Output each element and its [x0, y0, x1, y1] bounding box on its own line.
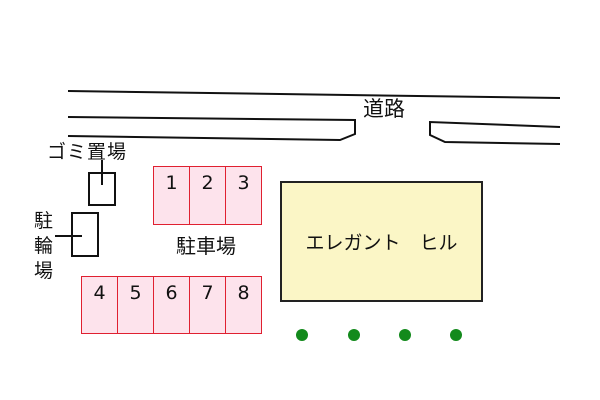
- bicycle-parking-label: 駐輪場: [34, 210, 54, 282]
- road-median-left: [67, 116, 356, 142]
- parking-space-5[interactable]: 5: [117, 276, 154, 334]
- road-label: 道路: [363, 97, 405, 121]
- tree-icon: [399, 329, 411, 341]
- garbage-area-label: ゴミ置場: [47, 141, 128, 163]
- parking-space-7[interactable]: 7: [189, 276, 226, 334]
- parking-space-8[interactable]: 8: [225, 276, 262, 334]
- building-name: エレガント ヒル: [305, 232, 458, 254]
- tree-icon: [296, 329, 308, 341]
- road-edge-top: [67, 90, 561, 99]
- bicycle-box: [71, 212, 99, 257]
- road-median-right: [429, 120, 561, 145]
- parking-space-4[interactable]: 4: [81, 276, 118, 334]
- parking-space-6[interactable]: 6: [153, 276, 190, 334]
- parking-space-3[interactable]: 3: [225, 166, 262, 225]
- parking-space-1[interactable]: 1: [153, 166, 190, 225]
- tree-icon: [348, 329, 360, 341]
- tree-icon: [450, 329, 462, 341]
- parking-label: 駐車場: [176, 234, 236, 258]
- building-elegant-hill[interactable]: エレガント ヒル: [280, 181, 483, 302]
- parking-space-2[interactable]: 2: [189, 166, 226, 225]
